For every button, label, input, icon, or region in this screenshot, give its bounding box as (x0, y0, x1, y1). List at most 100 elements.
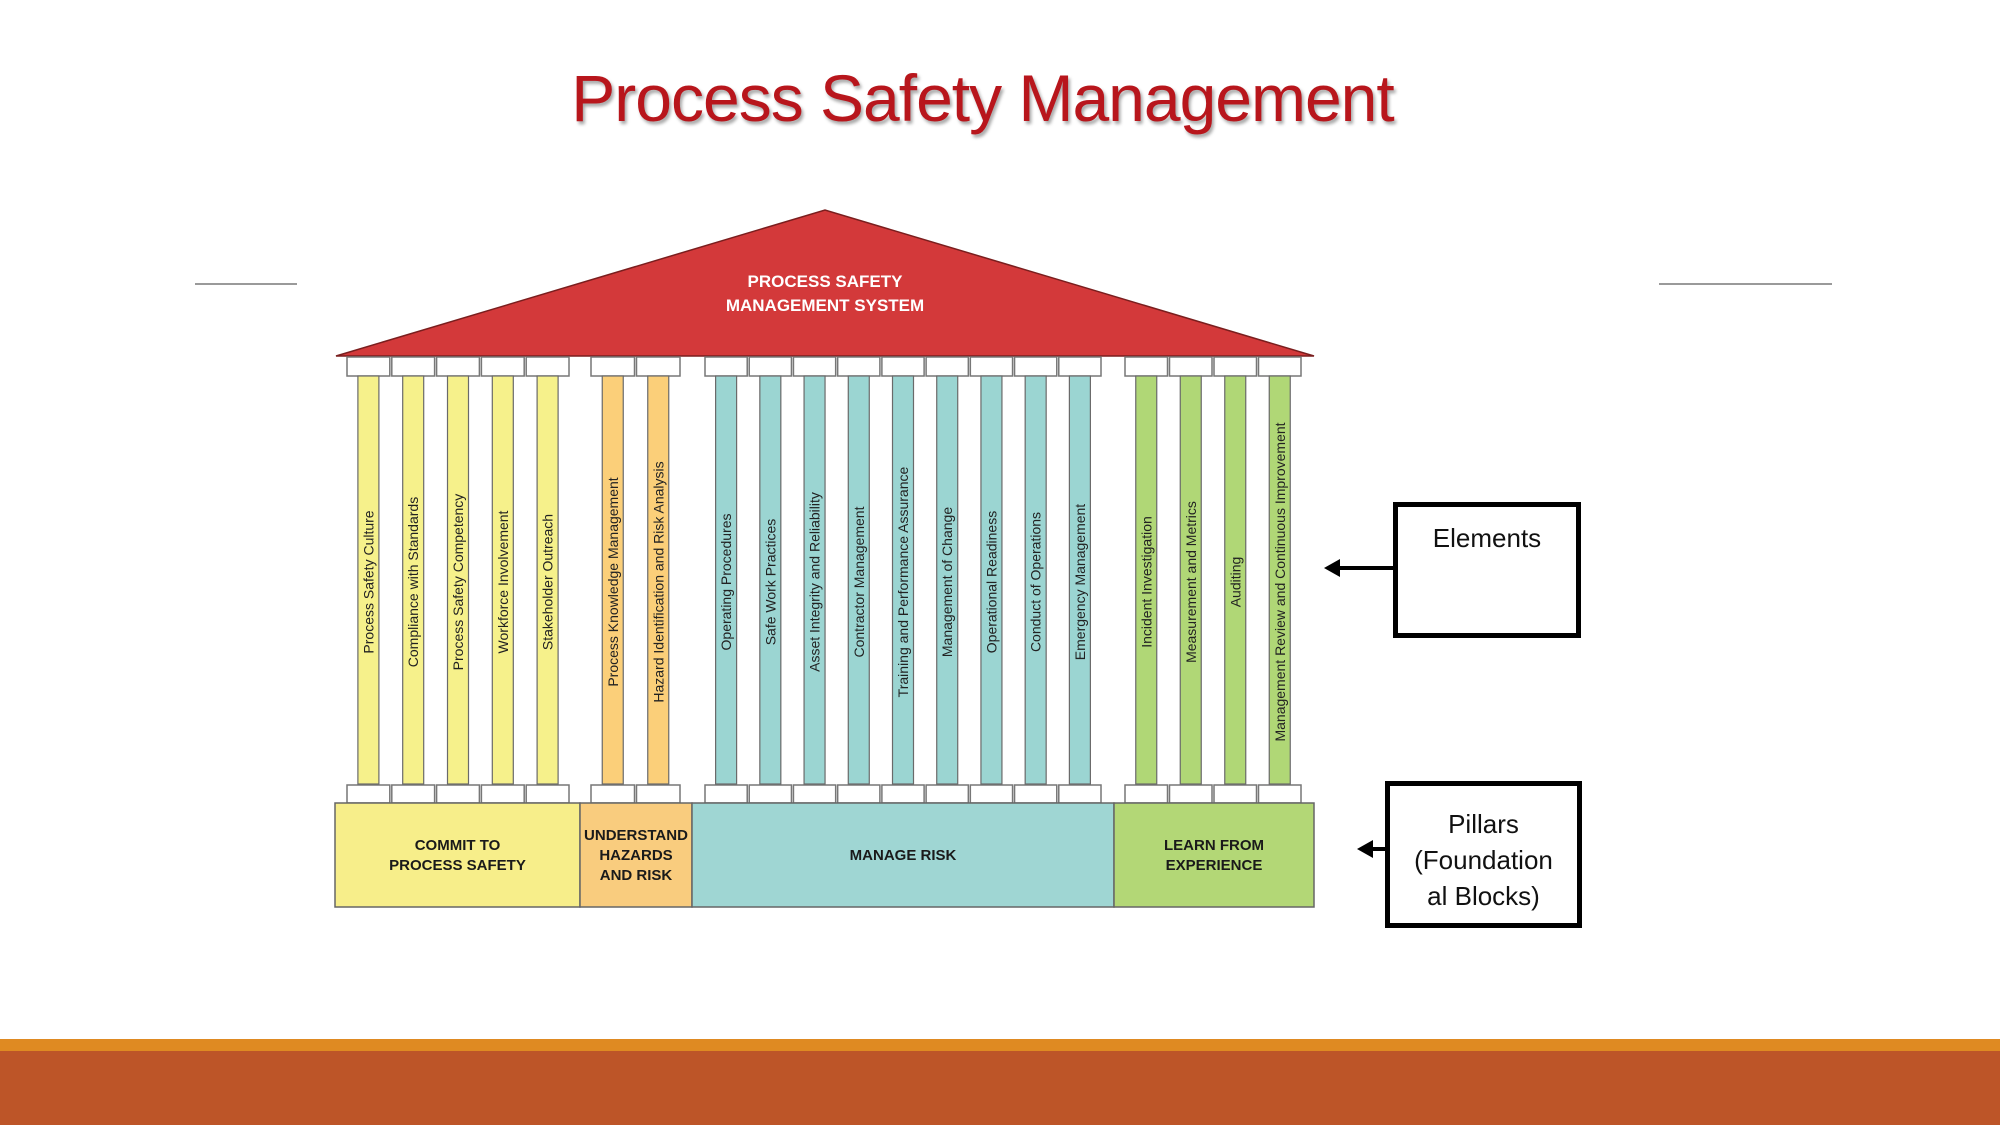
element-label: Contractor Management (851, 506, 867, 657)
column-capital (391, 356, 436, 377)
pillar-label: UNDERSTAND HAZARDS AND RISK (584, 827, 688, 884)
column-capital (1124, 356, 1169, 377)
column-base (525, 784, 570, 804)
pillar-label-line: AND RISK (600, 867, 673, 884)
element-column (1024, 375, 1047, 785)
element-column (446, 375, 470, 785)
column-capital (1058, 356, 1102, 377)
pillars-callout-line: (Foundation (1414, 845, 1553, 875)
column-base (836, 784, 881, 804)
column-capital (836, 356, 881, 377)
column-capital (792, 356, 837, 377)
column-base (1058, 784, 1102, 804)
element-column (847, 375, 870, 785)
element-label: Training and Performance Assurance (895, 466, 911, 697)
pillar-block (691, 802, 1115, 908)
column-base (704, 784, 748, 804)
pillar-label-line: COMMIT TO (415, 837, 501, 854)
element-label: Operational Readiness (983, 511, 999, 653)
element-label: Stakeholder Outreach (540, 514, 556, 650)
element-column (402, 375, 425, 785)
element-column (601, 375, 624, 785)
column-base (590, 784, 636, 804)
element-label: Process Safety Competency (450, 494, 466, 671)
column-base (792, 784, 837, 804)
column-base (346, 784, 391, 804)
pillar-label-line: EXPERIENCE (1166, 857, 1263, 874)
element-label: Workforce Involvement (495, 510, 511, 653)
column-capital (925, 356, 970, 377)
element-label: Process Knowledge Management (605, 477, 621, 686)
pillars-callout: Pillars (Foundation al Blocks) (1385, 781, 1582, 928)
column-capital (525, 356, 570, 377)
column-capital (969, 356, 1014, 377)
element-column (491, 375, 514, 785)
column-capital (1013, 356, 1058, 377)
element-column (715, 375, 738, 785)
element-label: Asset Integrity and Reliability (807, 492, 823, 672)
column-base (1257, 784, 1302, 804)
element-label: Hazard Identification and Risk Analysis (650, 461, 666, 702)
footer-band (0, 1051, 2000, 1125)
element-column (803, 375, 826, 785)
column-base (969, 784, 1014, 804)
element-label: Auditing (1227, 557, 1243, 608)
element-label: Measurement and Metrics (1183, 501, 1199, 663)
element-column (1224, 375, 1247, 785)
decorative-line-left (195, 283, 297, 285)
pillar-block (1113, 802, 1315, 908)
column-capital (590, 356, 636, 377)
column-base (1168, 784, 1213, 804)
column-base (748, 784, 793, 804)
pillars-arrow-head (1357, 840, 1373, 858)
element-column (536, 375, 559, 785)
footer-accent-band (0, 1039, 2000, 1051)
elements-callout-text: Elements (1432, 523, 1542, 553)
column-base (635, 784, 681, 804)
column-capital (1168, 356, 1213, 377)
roof (335, 209, 1315, 357)
element-column (1179, 375, 1202, 785)
column-capital (1257, 356, 1302, 377)
element-label: Emergency Management (1072, 504, 1088, 661)
element-label: Operating Procedures (718, 514, 734, 651)
element-column (1135, 375, 1158, 785)
column-capital (704, 356, 748, 377)
roof-label-line: PROCESS SAFETY (748, 272, 904, 291)
element-column (980, 375, 1003, 785)
pillar-label-line: UNDERSTAND (584, 827, 688, 844)
column-base (881, 784, 925, 804)
element-column (1068, 375, 1091, 785)
column-base (1213, 784, 1258, 804)
element-label: Process Safety Culture (360, 510, 376, 653)
decorative-line-right (1659, 283, 1832, 285)
column-capital (480, 356, 525, 377)
column-base (435, 784, 481, 804)
column-capital (346, 356, 391, 377)
elements-arrow (1340, 566, 1393, 570)
column-capital (748, 356, 793, 377)
column-base (391, 784, 436, 804)
pillar-label-line: LEARN FROM (1164, 837, 1264, 854)
element-column (759, 375, 782, 785)
pillar-block (579, 802, 693, 908)
pillar-label-line: MANAGE RISK (850, 847, 957, 864)
column-base (480, 784, 525, 804)
pillars-arrow (1372, 847, 1385, 851)
element-column (647, 375, 670, 785)
column-capital (635, 356, 681, 377)
pillar-label-line: HAZARDS (599, 847, 672, 864)
element-label: Conduct of Operations (1028, 512, 1044, 652)
pillars-callout-line: al Blocks) (1427, 881, 1540, 911)
element-label: Safe Work Practices (762, 519, 778, 646)
elements-arrow-head (1324, 559, 1340, 577)
element-label: Management of Change (939, 507, 955, 657)
slide-title: Process Safety Management (571, 61, 1394, 135)
column-capital (435, 356, 481, 377)
element-column (1268, 375, 1291, 785)
column-base (1013, 784, 1058, 804)
pillar-label: MANAGE RISK (850, 847, 957, 864)
